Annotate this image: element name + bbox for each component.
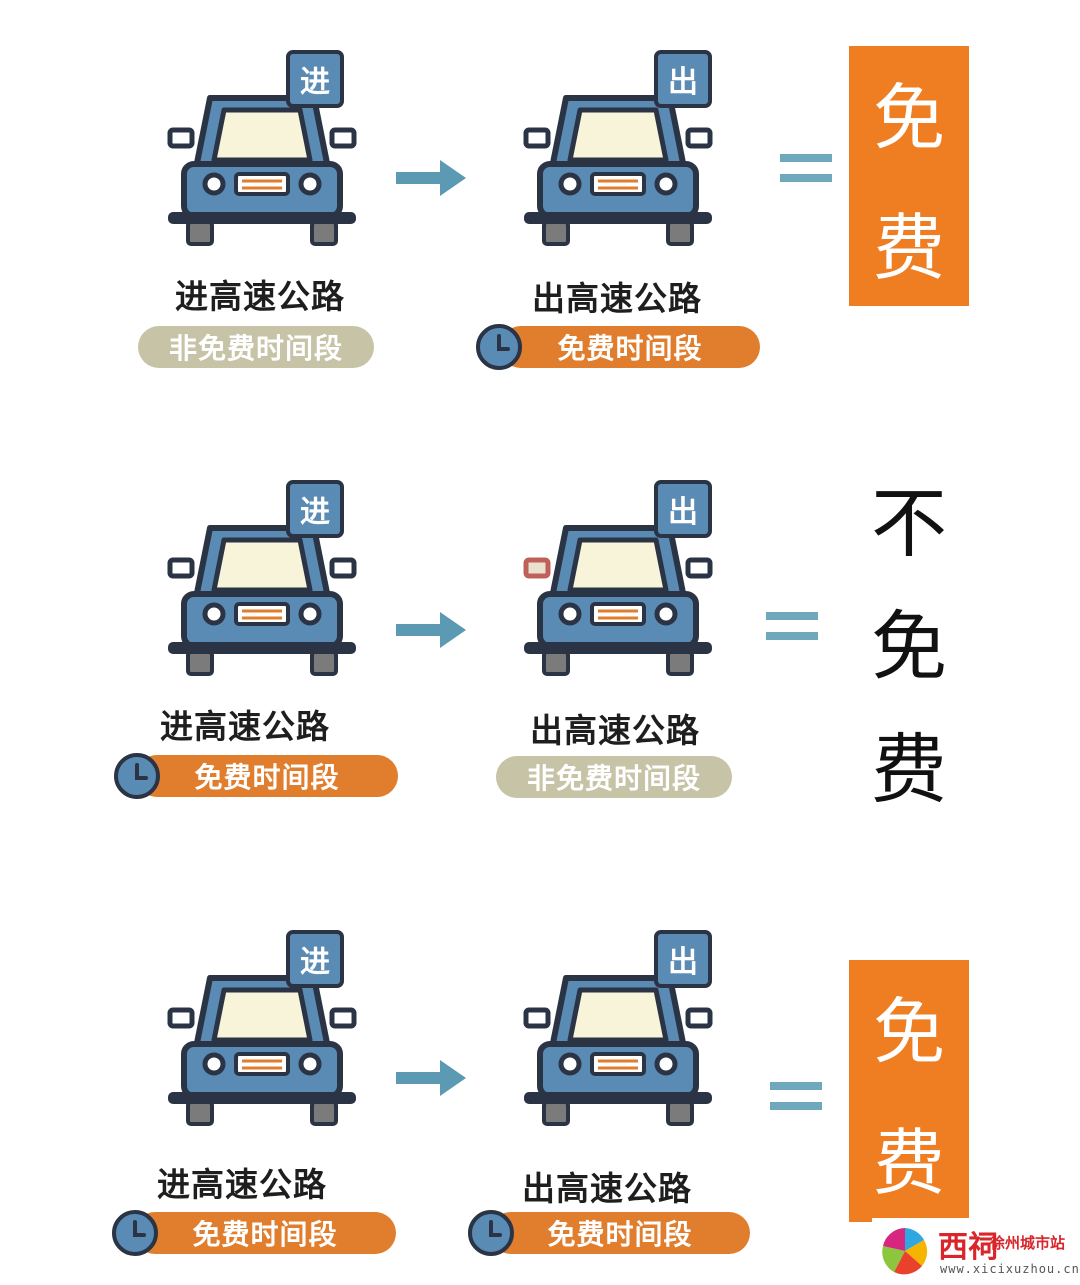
car-icon [162, 940, 362, 1140]
exit-period-pill: 免费时间段 [500, 326, 760, 368]
equals-icon [766, 608, 818, 644]
result-char: 免 [872, 75, 945, 160]
entry-period-pill: 免费时间段 [134, 1212, 396, 1254]
car-icon [162, 60, 362, 260]
equals-icon [780, 150, 832, 186]
car-icon [518, 940, 718, 1140]
entry-badge: 进 [286, 480, 344, 538]
car-icon [162, 490, 362, 690]
clock-icon [466, 1208, 516, 1258]
entry-period-pill: 非免费时间段 [138, 326, 374, 368]
watermark-url: www.xicixuzhou.cn [940, 1262, 1080, 1276]
result-char: 费 [872, 1121, 945, 1205]
exit-period-pill: 非免费时间段 [496, 756, 732, 798]
clock-icon [110, 1208, 160, 1258]
car-icon [518, 60, 718, 260]
entry-caption: 进高速公路 [157, 1165, 327, 1204]
result-box-free: 免 费 [849, 960, 969, 1222]
exit-period-pill: 免费时间段 [490, 1212, 750, 1254]
exit-caption: 出高速公路 [522, 1169, 692, 1208]
arrow-right-icon [396, 1058, 468, 1098]
clock-icon [112, 751, 162, 801]
result-char: 费 [872, 205, 945, 290]
watermark-city: 徐州城市站 [990, 1234, 1066, 1252]
result-not-free: 不 免 费 [849, 462, 969, 818]
pinwheel-logo-icon [882, 1228, 928, 1275]
exit-caption: 出高速公路 [532, 279, 702, 318]
watermark-logo: 西祠 徐州城市站 www.xicixuzhou.cn [872, 1218, 1080, 1285]
watermark-brand: 西祠 [938, 1230, 998, 1265]
entry-caption: 进高速公路 [175, 277, 345, 316]
result-char: 不 [871, 479, 947, 568]
entry-badge: 进 [286, 50, 344, 108]
exit-badge: 出 [654, 930, 712, 988]
result-char: 免 [871, 602, 947, 691]
car-icon [518, 490, 718, 690]
entry-badge: 进 [286, 930, 344, 988]
result-box-free: 免 费 [849, 46, 969, 306]
exit-caption: 出高速公路 [530, 711, 700, 750]
equals-icon [770, 1078, 822, 1114]
entry-period-pill: 免费时间段 [136, 755, 398, 797]
arrow-right-icon [396, 610, 468, 650]
result-char: 免 [872, 990, 945, 1074]
exit-badge: 出 [654, 50, 712, 108]
entry-caption: 进高速公路 [160, 707, 330, 746]
result-char: 费 [871, 725, 947, 814]
exit-badge: 出 [654, 480, 712, 538]
arrow-right-icon [396, 158, 468, 198]
clock-icon [474, 322, 524, 372]
